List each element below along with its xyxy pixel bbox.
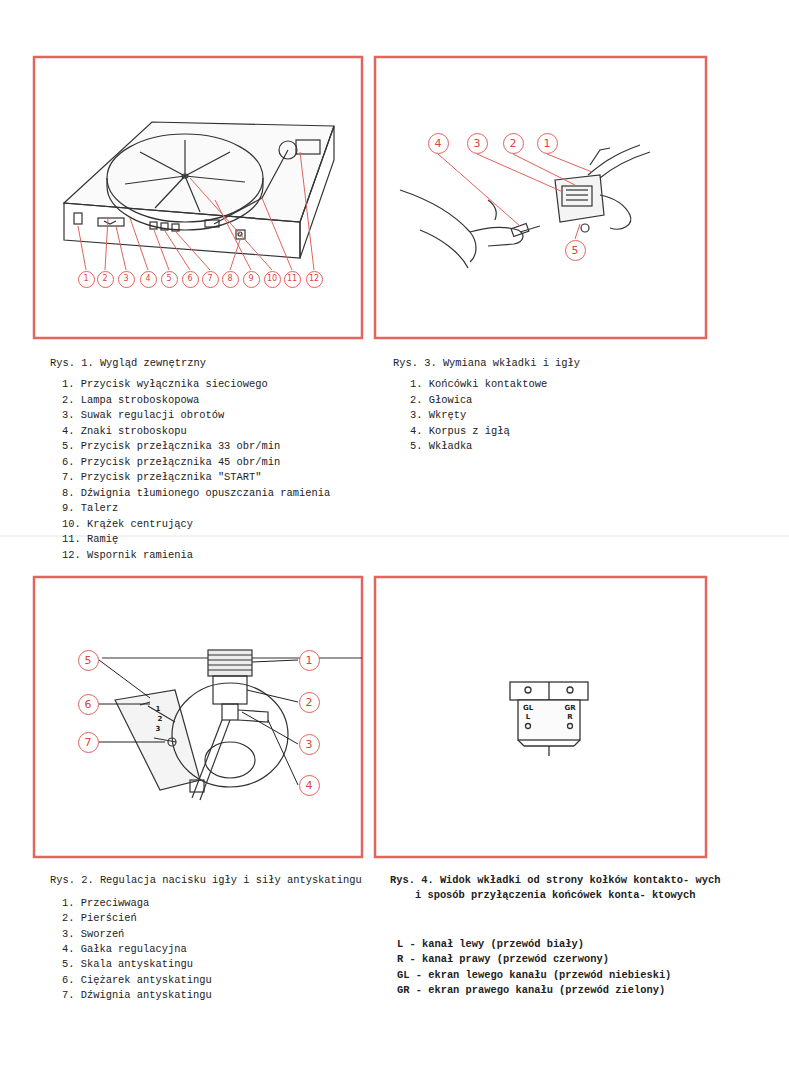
callout-number: 4: [428, 133, 449, 154]
list-item: 1. Końcówki kontaktowe: [410, 377, 547, 392]
list-item: 5. Przycisk przełącznika 33 obr/min: [62, 439, 280, 454]
callout-number: 10: [264, 271, 281, 288]
callout-number: 4: [299, 775, 320, 796]
callout-number: 3: [467, 133, 488, 154]
list-item: 5. Skala antyskatingu: [62, 957, 193, 972]
callout-number: 2: [299, 692, 320, 713]
callout-number: 1: [78, 271, 95, 288]
list-item: 1. Przeciwwaga: [62, 896, 149, 911]
callout-number: 5: [78, 650, 99, 671]
list-item: 7. Przycisk przełącznika "START": [62, 470, 262, 485]
list-item: 6. Ciężarek antyskatingu: [62, 973, 212, 988]
list-item: 4. Znaki stroboskopu: [62, 424, 187, 439]
callout-number: 7: [202, 271, 219, 288]
list-item: GR - ekran prawego kanału (przewód zielo…: [397, 983, 665, 998]
list-item: 10. Krążek centrujący: [62, 517, 193, 532]
caption: Rys. 3. Wymiana wkładki i igły: [393, 356, 580, 371]
callout-number: 1: [537, 133, 558, 154]
pin-label: 2: [158, 716, 163, 723]
callout-number: 5: [161, 271, 178, 288]
list-item: 2. Głowica: [410, 393, 472, 408]
list-item: 3. Suwak regulacji obrotów: [62, 408, 224, 423]
callout-number: 3: [118, 271, 135, 288]
pin-label: GL: [523, 705, 533, 712]
caption: Rys. 1. Wygląd zewnętrzny: [50, 356, 206, 371]
callout-number: 12: [306, 271, 323, 288]
callout-number: 11: [284, 271, 301, 288]
list-item: 1. Przycisk wyłącznika sieciowego: [62, 377, 268, 392]
list-item: 2. Pierścień: [62, 911, 137, 926]
list-item: 9. Talerz: [62, 501, 118, 516]
list-item: 7. Dźwignia antyskatingu: [62, 988, 212, 1003]
pin-label: L: [526, 714, 530, 721]
list-item: L - kanał lewy (przewód biały): [397, 937, 584, 952]
callout-number: 7: [78, 732, 99, 753]
callout-number: 2: [97, 271, 114, 288]
pin-label: GR: [564, 705, 575, 712]
caption: Rys. 4. Widok wkładki od strony kołków k…: [390, 873, 721, 903]
callout-number: 9: [243, 271, 260, 288]
caption: Rys. 2. Regulacja nacisku igły i siły an…: [50, 873, 362, 888]
callout-number: 3: [299, 734, 320, 755]
pin-label: R: [567, 714, 572, 721]
pin-label: 3: [156, 726, 161, 733]
list-item: 6. Przycisk przełącznika 45 obr/min: [62, 455, 280, 470]
list-item: 3. Sworzeń: [62, 927, 124, 942]
list-item: 11. Ramię: [62, 532, 118, 547]
callout-number: 2: [503, 133, 524, 154]
list-item: 5. Wkładka: [410, 439, 472, 454]
list-item: R - kanał prawy (przewód czerwony): [397, 952, 609, 967]
pin-label: 1: [156, 706, 161, 713]
list-item: 12. Wspornik ramienia: [62, 548, 193, 563]
callout-number: 4: [140, 271, 157, 288]
callout-number: 1: [299, 650, 320, 671]
list-item: 8. Dźwignia tłumionego opuszczania ramie…: [62, 486, 330, 501]
list-item: 4. Korpus z igłą: [410, 424, 510, 439]
callout-number: 6: [182, 271, 199, 288]
list-item: 4. Gałka regulacyjna: [62, 942, 187, 957]
list-item: 3. Wkręty: [410, 408, 466, 423]
callout-number: 5: [565, 240, 586, 261]
callout-number: 6: [78, 694, 99, 715]
callout-number: 8: [222, 271, 239, 288]
list-item: 2. Lampa stroboskopowa: [62, 393, 199, 408]
list-item: GL - ekran lewego kanału (przewód niebie…: [397, 968, 671, 983]
